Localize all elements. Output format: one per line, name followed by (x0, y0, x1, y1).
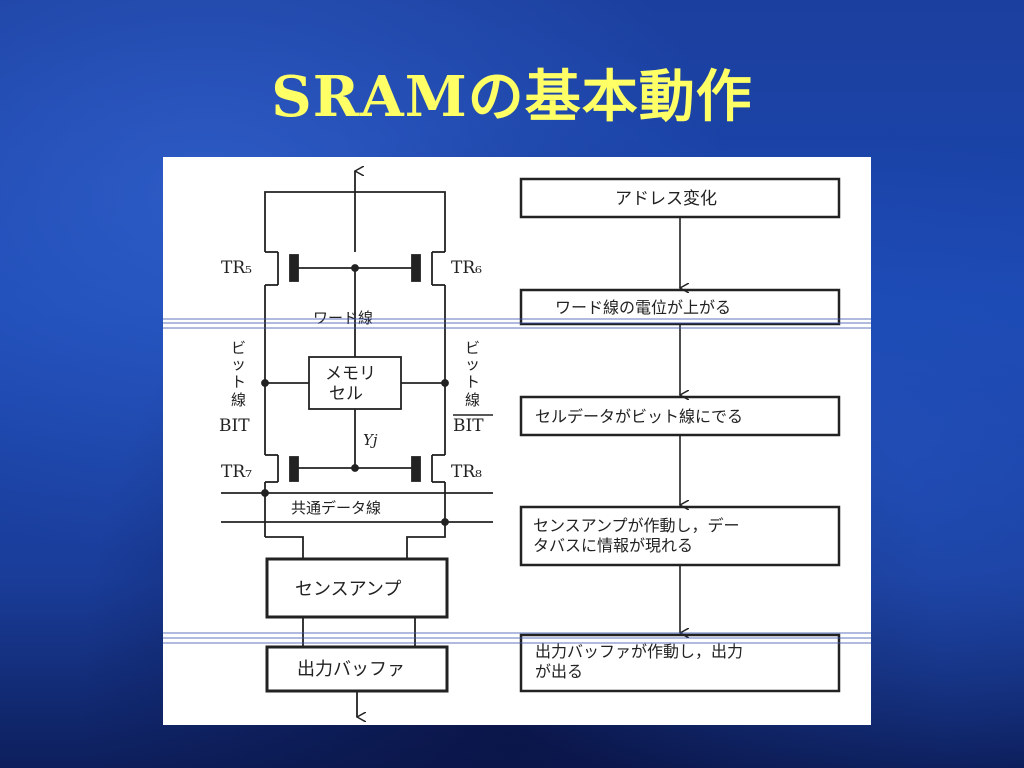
label-bit-left-4: 線 (231, 391, 246, 409)
sram-figure: TR₅ TR₆ TR₇ TR₈ ワード線 ビ ッ ト 線 BIT ビ ッ ト 線… (163, 157, 871, 725)
label-bit-left-1: ビ (231, 339, 246, 357)
transistor-tr7 (265, 454, 299, 483)
label-sense-amp: センスアンプ (295, 579, 401, 600)
label-bit-right-4: 線 (465, 391, 480, 409)
sense-amp-box (265, 557, 449, 619)
flow-step-4-line-1: センスアンプが作動し，デー (533, 516, 740, 535)
sram-diagram: TR₅ TR₆ TR₇ TR₈ ワード線 ビ ッ ト 線 BIT ビ ッ ト 線… (163, 157, 871, 725)
slide-title: SRAMの基本動作 (271, 64, 753, 130)
label-common-data-line: 共通データ線 (291, 499, 381, 517)
flow-step-5-line-1: 出力バッファが作動し，出力 (535, 642, 743, 661)
label-tr5: TR₅ (221, 258, 252, 278)
label-bit-right-1: ビ (465, 339, 480, 357)
label-bit-left-2: ッ (231, 355, 246, 373)
label-yj: Yj (363, 431, 378, 449)
label-bit-right: BIT (453, 416, 484, 436)
flow-step-4-line-2: タバスに情報が現れる (533, 536, 693, 555)
transistor-tr8 (411, 454, 445, 483)
flow-step-3: セルデータがビット線にでる (535, 407, 743, 426)
label-tr8: TR₈ (451, 462, 482, 482)
label-tr6: TR₆ (451, 258, 482, 278)
flow-step-2: ワード線の電位が上がる (555, 298, 731, 317)
label-bit-left-3: ト (231, 373, 246, 391)
label-word-line: ワード線 (313, 309, 373, 327)
top-rail (264, 191, 446, 252)
circuit-diagram (221, 171, 493, 717)
flow-step-5-line-2: が出る (535, 662, 583, 681)
label-output-buffer: 出力バッファ (297, 659, 405, 680)
label-bit-right-3: ト (465, 373, 480, 391)
label-memory-cell-2: セル (329, 384, 363, 404)
transistor-tr6 (411, 251, 445, 286)
scan-line-artifacts (163, 318, 871, 644)
label-bit-right-2: ッ (465, 355, 480, 373)
label-memory-cell-1: メモリ (325, 364, 376, 384)
label-tr7: TR₇ (221, 462, 252, 482)
label-bit-left: BIT (219, 416, 250, 436)
flow-step-1: アドレス変化 (615, 189, 717, 209)
transistor-tr5 (265, 251, 299, 286)
